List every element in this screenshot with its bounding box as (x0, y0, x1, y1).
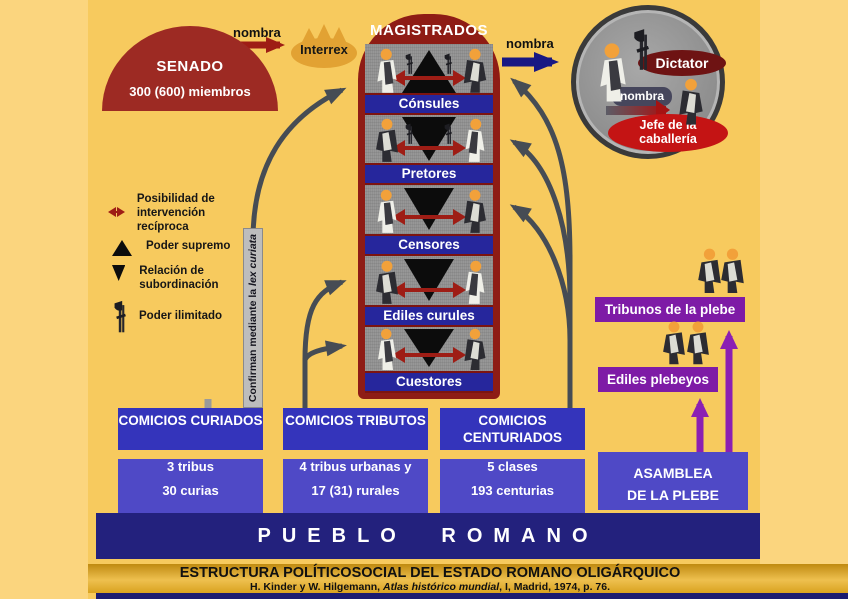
double-headed-arrow-icon (108, 207, 125, 217)
legend-item-subordination: Relación de subordinación (112, 265, 237, 293)
level-consules: Cónsules (365, 93, 493, 115)
ediles-plebeyos-band: Ediles plebeyos (598, 367, 718, 392)
level-cuestores: Cuestores (365, 371, 493, 393)
citation: H. Kinder y W. Hilgemann, Atlas históric… (249, 581, 611, 593)
reciprocal-arrow (392, 282, 466, 298)
plebeian-aedile-figure (684, 320, 712, 368)
comicios-tributos-title: COMICIOS TRIBUTOS (283, 408, 428, 450)
footer-center: ESTRUCTURA POLÍTICOSOCIAL DEL ESTADO ROM… (88, 564, 772, 593)
nombra-label-senado: nombra (233, 25, 281, 40)
legend-item-reciprocal: Posibilidad de intervención recíproca (108, 193, 238, 234)
interrex-shape: Interrex (288, 20, 360, 70)
interrex-flame-icon (291, 24, 357, 68)
interrex-label: Interrex (300, 42, 348, 57)
magistrate-figure (372, 328, 402, 373)
fasces-icon (404, 52, 415, 76)
legend-label: Relación de subordinación (139, 265, 219, 291)
dictator-label: Dictator (638, 50, 726, 76)
asamblea-box: ASAMBLEA DE LA PLEBE (598, 452, 748, 510)
comicios-row: 4 tribus urbanas y (299, 459, 412, 474)
comicios-tributos-body: 4 tribus urbanas y 17 (31) rurales (283, 459, 428, 519)
pueblo-romano-bar: PUEBLO ROMANO (96, 513, 760, 559)
magistrate-figure (372, 260, 402, 307)
bottom-strip (96, 593, 848, 599)
legend-item-supreme: Poder supremo (112, 240, 230, 256)
magistrate-figure (460, 189, 490, 236)
comicios-curiados-body: 3 tribus 30 curias (118, 459, 263, 519)
comicios-curiados-box: COMICIOS CURIADOS 3 tribus 30 curias (118, 408, 263, 519)
comicios-row: 30 curias (162, 483, 219, 498)
legend-label: Posibilidad de intervención recíproca (136, 193, 215, 233)
cavalry-chief-label: Jefe de la caballería (608, 114, 728, 152)
comicios-centuriados-title: COMICIOS CENTURIADOS (440, 408, 585, 450)
triangle-up-icon (112, 240, 132, 256)
cavalry-chief-figure (676, 74, 706, 132)
magistrate-figure (372, 48, 402, 96)
fasces-icon (443, 122, 454, 146)
nombra-label-magistrados: nombra (506, 36, 554, 51)
tribune-figure (718, 246, 747, 298)
legend-label: Poder ilimitado (139, 310, 223, 322)
reciprocal-arrow (392, 209, 466, 225)
fasces-icon (631, 24, 653, 76)
magistrate-figure (460, 328, 490, 373)
comicios-row: 193 centurias (470, 483, 555, 498)
diagram-title: ESTRUCTURA POLÍTICOSOCIAL DEL ESTADO ROM… (179, 565, 681, 581)
lex-curiata-label: Confirman mediante la lex curiata (247, 233, 259, 403)
fasces-icon (443, 52, 454, 76)
comicios-row: 17 (31) rurales (311, 483, 400, 498)
dictator-figure (594, 32, 632, 116)
level-censores: Censores (365, 234, 493, 256)
footer-title-bar: ESTRUCTURA POLÍTICOSOCIAL DEL ESTADO ROM… (88, 564, 848, 593)
magistrate-figure (460, 48, 490, 96)
asamblea-line1: ASAMBLEA (633, 465, 713, 481)
comicios-curiados-title: COMICIOS CURIADOS (118, 408, 263, 450)
fasces-icon (404, 122, 415, 146)
legend-label: Poder supremo (146, 240, 231, 252)
magistrate-figure (372, 189, 402, 236)
magistrate-figure (460, 260, 490, 307)
asamblea-line2: DE LA PLEBE (626, 487, 720, 504)
dictator-circle: Dictator nombra Jefe de la caballería (571, 5, 728, 159)
magistrados-title: MAGISTRADOS (370, 22, 488, 39)
triangle-down-icon (112, 265, 126, 281)
legend-item-unlimited: Poder ilimitado (112, 300, 222, 334)
tribunos-band: Tribunos de la plebe (595, 297, 745, 322)
fasces-icon (112, 300, 129, 334)
reciprocal-arrow (392, 347, 466, 363)
level-ediles-curules: Ediles curules (365, 305, 493, 327)
level-pretores: Pretores (365, 163, 493, 185)
senado-title: SENADO (156, 58, 224, 75)
lex-curiata-band: Confirman mediante la lex curiata (243, 228, 263, 408)
senado-members: 300 (600) miembros (129, 84, 251, 99)
comicios-centuriados-box: COMICIOS CENTURIADOS 5 clases 193 centur… (440, 408, 585, 519)
comicios-row: 5 clases (487, 459, 538, 474)
magistrate-figure (460, 118, 490, 165)
magistrate-figure (372, 118, 402, 165)
comicios-centuriados-body: 5 clases 193 centurias (440, 459, 585, 519)
comicios-row: 3 tribus (167, 459, 214, 474)
comicios-tributos-box: COMICIOS TRIBUTOS 4 tribus urbanas y 17 … (283, 408, 428, 519)
